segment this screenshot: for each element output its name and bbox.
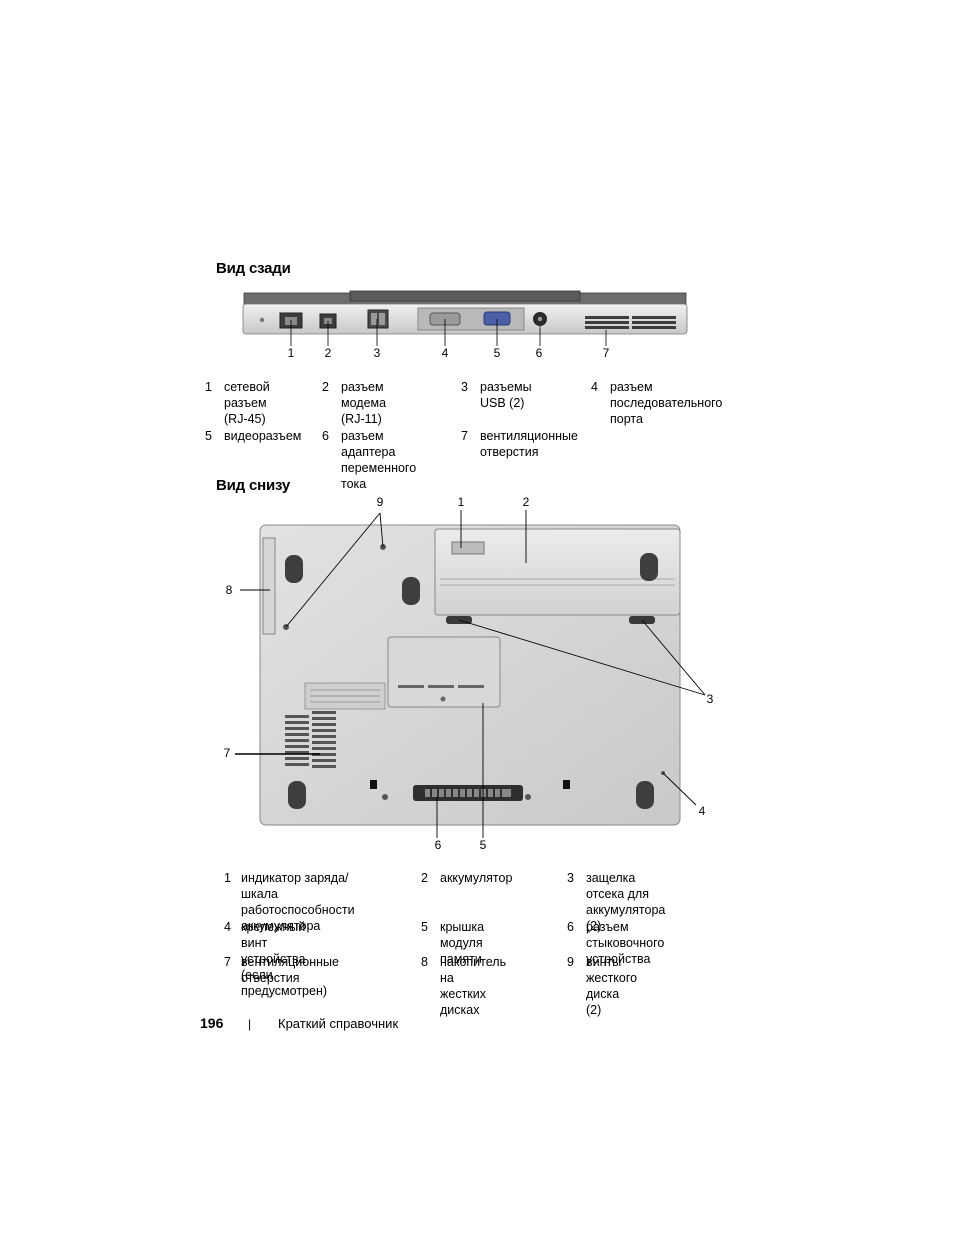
- bottom-legend-text: накопитель на жестких дисках: [440, 955, 507, 1017]
- rear-callout-6: 6: [535, 346, 543, 360]
- bottom-callout-1: 1: [457, 495, 465, 509]
- bottom-legend-text: вентиляционные отверстия: [241, 955, 339, 985]
- bottom-legend-num: 2: [421, 871, 428, 885]
- rear-callout-4: 4: [441, 346, 449, 360]
- bottom-callout-2: 2: [522, 495, 530, 509]
- bottom-legend-num: 4: [224, 920, 231, 934]
- rear-legend-text: видеоразъем: [224, 429, 302, 443]
- bottom-legend-text: защелка отсека для аккумулятора (2): [586, 871, 666, 933]
- rear-view-illustration: [242, 290, 688, 346]
- rear-legend-num: 4: [591, 380, 598, 394]
- bottom-legend-num: 7: [224, 955, 231, 969]
- bottom-callout-7: 7: [223, 746, 231, 760]
- rear-callout-5: 5: [493, 346, 501, 360]
- rear-legend-num: 5: [205, 429, 212, 443]
- bottom-legend-num: 6: [567, 920, 574, 934]
- bottom-callout-5: 5: [479, 838, 487, 852]
- bottom-callout-3: 3: [706, 692, 714, 706]
- rear-legend-num: 2: [322, 380, 329, 394]
- bottom-legend-num: 5: [421, 920, 428, 934]
- rear-legend-num: 1: [205, 380, 212, 394]
- rear-legend-text: разъемы USB (2): [480, 380, 532, 410]
- rear-legend-text: сетевой разъем (RJ-45): [224, 380, 270, 426]
- page-number: 196: [200, 1015, 224, 1031]
- rear-callout-7: 7: [602, 346, 610, 360]
- bottom-legend-num: 3: [567, 871, 574, 885]
- rear-legend-num: 7: [461, 429, 468, 443]
- bottom-legend-num: 1: [224, 871, 231, 885]
- rear-legend-num: 6: [322, 429, 329, 443]
- rear-callout-3: 3: [373, 346, 381, 360]
- footer-separator: |: [248, 1017, 252, 1031]
- bottom-legend-text: крепежный винт устройства (если предусмо…: [241, 920, 328, 998]
- bottom-legend-num: 9: [567, 955, 574, 969]
- bottom-callout-4: 4: [698, 804, 706, 818]
- rear-view-heading: Вид сзади: [216, 260, 291, 277]
- bottom-legend-text: аккумулятор: [440, 871, 513, 885]
- bottom-legend-text: крышка модуля памяти: [440, 920, 485, 966]
- bottom-view-illustration: [235, 510, 706, 838]
- rear-callout-2: 2: [324, 346, 332, 360]
- bottom-callout-6: 6: [434, 838, 442, 852]
- bottom-view-heading: Вид снизу: [216, 477, 290, 494]
- rear-legend-text: разъем модема (RJ-11): [341, 380, 387, 426]
- bottom-legend-text: разъем стыковочного устройства: [586, 920, 665, 966]
- rear-legend-text: разъем адаптера переменного тока: [341, 429, 417, 491]
- bottom-legend-text: винты жесткого диска (2): [586, 955, 638, 1017]
- rear-legend-text: вентиляционные отверстия: [480, 429, 578, 459]
- bottom-legend-num: 8: [421, 955, 428, 969]
- bottom-callout-8: 8: [225, 583, 233, 597]
- rear-legend-text: разъем последовательного порта: [610, 380, 723, 426]
- bottom-callout-9: 9: [376, 495, 384, 509]
- bottom-legend-text: индикатор заряда/шкала работоспособности…: [241, 871, 355, 933]
- footer-title: Краткий справочник: [278, 1016, 399, 1031]
- rear-legend-num: 3: [461, 380, 468, 394]
- rear-callout-1: 1: [287, 346, 295, 360]
